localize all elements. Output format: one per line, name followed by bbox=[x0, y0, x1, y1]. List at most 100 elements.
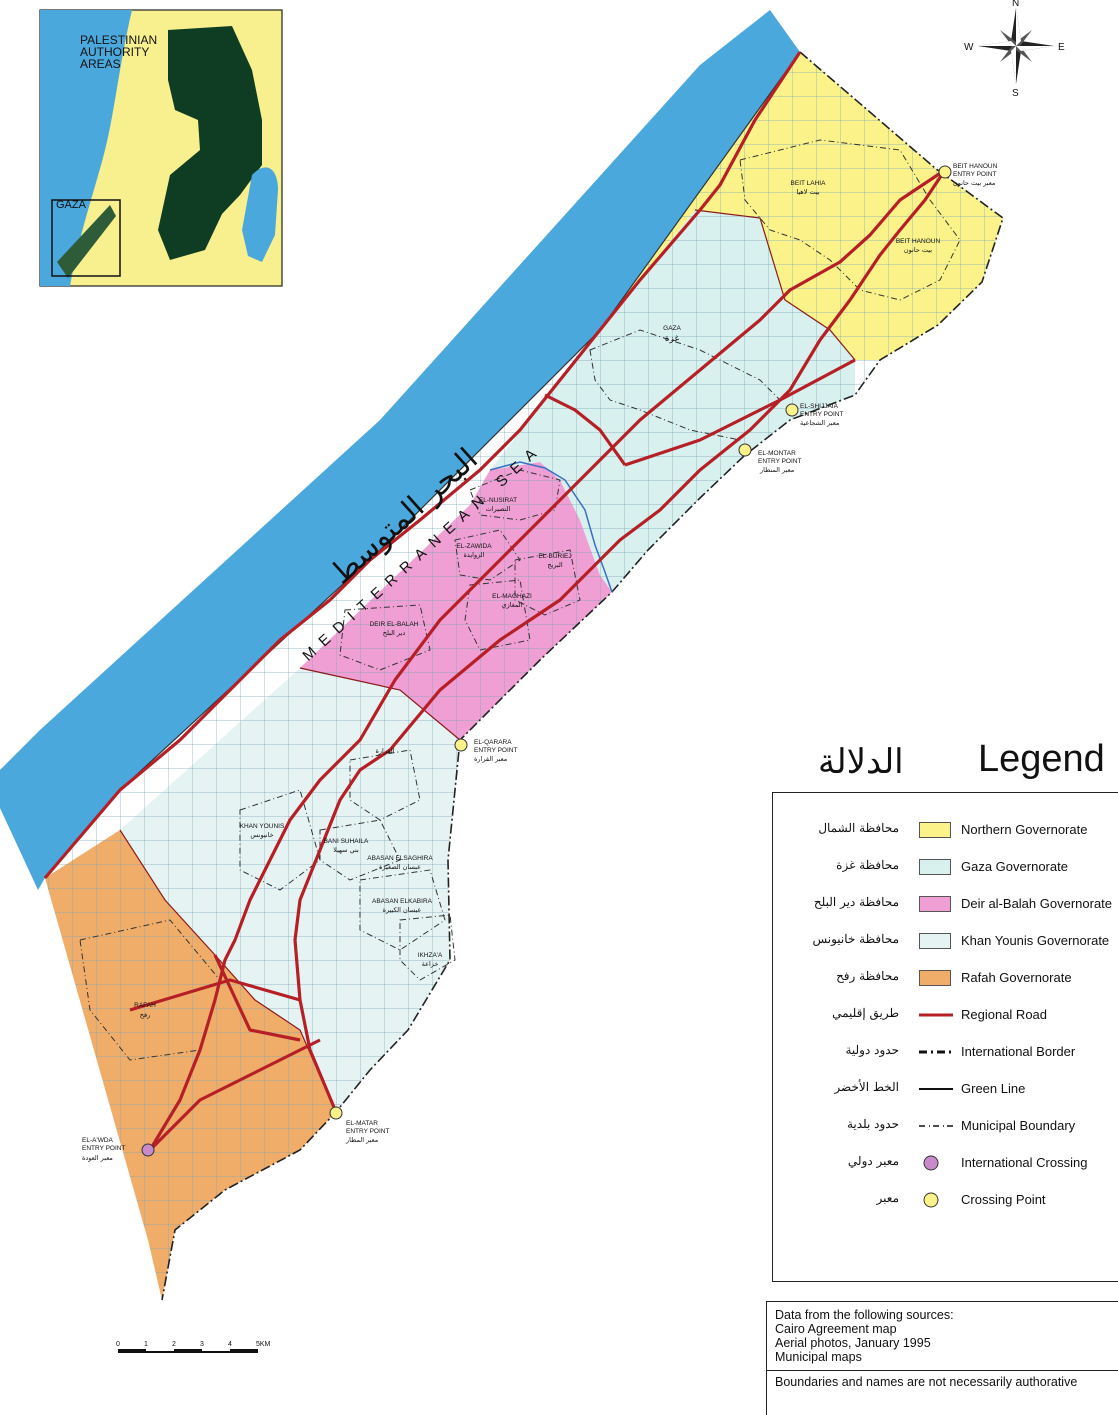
svg-text:ABASAN ELKABIRA: ABASAN ELKABIRA bbox=[372, 898, 433, 905]
legend-circle-icon bbox=[919, 1154, 953, 1172]
legend-circle-icon bbox=[919, 1191, 953, 1209]
svg-text:معبر بيت حانون: معبر بيت حانون bbox=[953, 179, 995, 187]
legend-item-arabic: طريق إقليمي bbox=[832, 1006, 899, 1020]
legend-item-arabic: معبر bbox=[876, 1191, 899, 1205]
svg-text:رفح: رفح bbox=[140, 1011, 150, 1019]
legend-swatch bbox=[919, 821, 953, 839]
legend-item: معبر Crossing Point bbox=[773, 1185, 1118, 1215]
svg-text:بيت لاهيا: بيت لاهيا bbox=[796, 188, 819, 196]
svg-text:KHAN YOUNIS: KHAN YOUNIS bbox=[240, 823, 285, 830]
legend-item-arabic: محافظة خانيونس bbox=[812, 932, 899, 946]
svg-text:عبسان الكبيرة: عبسان الكبيرة bbox=[383, 906, 422, 914]
legend-item-arabic: حدود بلدية bbox=[846, 1117, 899, 1131]
gov-boundary-north bbox=[694, 209, 856, 361]
svg-text:خانيونس: خانيونس bbox=[250, 831, 273, 839]
legend-item-arabic: محافظة رفح bbox=[836, 969, 899, 983]
legend-item-arabic: محافظة الشمال bbox=[818, 821, 899, 835]
svg-text:EL-ZAWIDA: EL-ZAWIDA bbox=[456, 543, 492, 550]
svg-text:3: 3 bbox=[200, 1341, 204, 1348]
svg-text:EL-NUSIRAT: EL-NUSIRAT bbox=[479, 497, 517, 504]
legend-item-label: Deir al-Balah Governorate bbox=[961, 896, 1113, 911]
legend-item-label: Rafah Governorate bbox=[961, 970, 1072, 985]
legend-swatch bbox=[919, 969, 953, 987]
svg-text:4: 4 bbox=[228, 1341, 232, 1348]
svg-text:ENTRY POINT: ENTRY POINT bbox=[82, 1145, 125, 1152]
crossing-el-shijjaia[interactable] bbox=[785, 403, 799, 417]
legend-item-arabic: محافظة غزة bbox=[836, 858, 899, 872]
legend-line-symbol bbox=[919, 1006, 953, 1024]
legend-swatch bbox=[919, 932, 953, 950]
sources-line: Cairo Agreement map bbox=[775, 1322, 897, 1336]
svg-text:خزاعة: خزاعة bbox=[422, 960, 439, 968]
legend-title: Legend bbox=[978, 738, 1105, 780]
svg-text:ABASAN ELSAGHIRA: ABASAN ELSAGHIRA bbox=[367, 855, 433, 862]
svg-text:ENTRY POINT: ENTRY POINT bbox=[800, 411, 843, 418]
crossing-beit-hanoun[interactable] bbox=[938, 165, 952, 179]
mediterranean-sea bbox=[0, 10, 800, 890]
legend-item-label: Municipal Boundary bbox=[961, 1118, 1076, 1133]
legend-item-label: Crossing Point bbox=[961, 1192, 1046, 1207]
svg-text:معبر الشجاعية: معبر الشجاعية bbox=[800, 419, 839, 427]
svg-text:القرارة: القرارة bbox=[375, 747, 394, 755]
svg-text:2: 2 bbox=[172, 1341, 176, 1348]
svg-text:BEIT HANOUN: BEIT HANOUN bbox=[953, 163, 998, 170]
svg-text:S: S bbox=[1012, 88, 1019, 99]
legend-item: محافظة رفح Rafah Governorate bbox=[773, 963, 1118, 993]
svg-text:معبر العودة: معبر العودة bbox=[82, 1154, 113, 1162]
svg-text:عبسان الصغيرة: عبسان الصغيرة bbox=[379, 863, 421, 871]
svg-text:بني سهيلا: بني سهيلا bbox=[333, 846, 359, 854]
svg-text:RAFAH: RAFAH bbox=[134, 1002, 156, 1009]
svg-text:IKHZA'A: IKHZA'A bbox=[418, 952, 443, 959]
legend-line-symbol bbox=[919, 1043, 953, 1061]
crossing-el-montar[interactable] bbox=[738, 443, 752, 457]
sources-box: Data from the following sources: Cairo A… bbox=[766, 1301, 1118, 1415]
crossing-el-matar[interactable] bbox=[329, 1106, 343, 1120]
legend-item: حدود بلدية Municipal Boundary bbox=[773, 1111, 1118, 1141]
crossing-labels: BEIT HANOUN ENTRY POINT معبر بيت حانون E… bbox=[82, 163, 998, 1162]
svg-text:دير البلح: دير البلح bbox=[383, 629, 406, 637]
svg-text:ENTRY POINT: ENTRY POINT bbox=[953, 171, 996, 178]
inset-gaza-label: GAZA bbox=[56, 199, 87, 211]
sources-line: Data from the following sources: bbox=[775, 1308, 954, 1322]
sources-line: Municipal maps bbox=[775, 1350, 862, 1364]
svg-text:غزة: غزة bbox=[665, 334, 680, 344]
legend-line-symbol bbox=[919, 1080, 953, 1098]
crossing-el-qarara[interactable] bbox=[454, 738, 468, 752]
svg-text:النصيرات: النصيرات bbox=[486, 505, 511, 513]
svg-text:EL-BURIEJ: EL-BURIEJ bbox=[538, 553, 571, 560]
svg-text:GAZA: GAZA bbox=[663, 325, 681, 332]
svg-text:EL-MONTAR: EL-MONTAR bbox=[758, 450, 796, 457]
svg-text:EL-A'WDA: EL-A'WDA bbox=[82, 1137, 114, 1144]
svg-text:EL-SHIJJAIA: EL-SHIJJAIA bbox=[800, 403, 839, 410]
legend-swatch bbox=[919, 858, 953, 876]
svg-text:0: 0 bbox=[116, 1341, 120, 1348]
legend-item-label: Green Line bbox=[961, 1081, 1026, 1096]
svg-text:EL-QARARA: EL-QARARA bbox=[474, 739, 512, 746]
legend-item-label: International Border bbox=[961, 1044, 1076, 1059]
svg-text:معبر القرارة: معبر القرارة bbox=[474, 755, 507, 763]
crossing-el-awda[interactable] bbox=[141, 1143, 155, 1157]
svg-text:EL-MATAR: EL-MATAR bbox=[346, 1120, 378, 1127]
svg-text:معبر المنطار: معبر المنطار bbox=[759, 466, 794, 474]
svg-text:W: W bbox=[964, 42, 974, 53]
svg-text:EL-MAGHAZI: EL-MAGHAZI bbox=[492, 593, 532, 600]
svg-text:المغازي: المغازي bbox=[502, 601, 523, 609]
svg-text:البريج: البريج bbox=[547, 561, 563, 569]
legend-item: محافظة خانيونس Khan Younis Governorate bbox=[773, 926, 1118, 956]
svg-text:N: N bbox=[1012, 0, 1019, 9]
svg-text:ENTRY POINT: ENTRY POINT bbox=[346, 1128, 389, 1135]
legend-item-arabic: محافظة دير البلح bbox=[813, 895, 899, 909]
legend-item: محافظة دير البلح Deir al-Balah Governorat… bbox=[773, 889, 1118, 919]
legend-swatch bbox=[919, 895, 953, 913]
svg-text:معبر المطار: معبر المطار bbox=[345, 1136, 378, 1144]
legend-item-label: Khan Younis Governorate bbox=[961, 933, 1110, 948]
place-labels: BEIT LAHIA بيت لاهيا BEIT HANOUN بيت حان… bbox=[134, 180, 940, 1019]
legend-item-label: International Crossing bbox=[961, 1155, 1088, 1170]
